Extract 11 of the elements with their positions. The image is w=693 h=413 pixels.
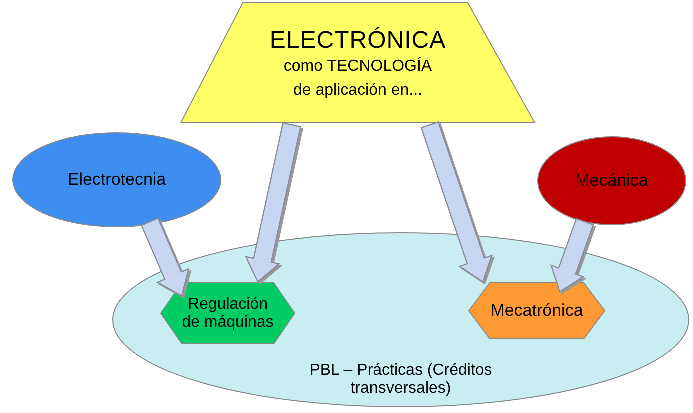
block-arrow [140, 218, 190, 297]
block-arrow [550, 218, 594, 293]
node-label: como TECNOLOGÍA de aplicación en... [283, 56, 433, 101]
node-label: Mecánica [576, 171, 648, 191]
node-label: Mecatrónica [490, 301, 584, 321]
block-arrow [244, 122, 302, 283]
node-label: Regulación de máquinas [181, 296, 275, 332]
node-label: Electrotecnia [68, 170, 166, 190]
heading-text: ELECTRÓNICA [270, 27, 446, 55]
block-arrow [420, 121, 494, 283]
node-label: PBL – Prácticas (Créditos transversales) [308, 362, 494, 398]
